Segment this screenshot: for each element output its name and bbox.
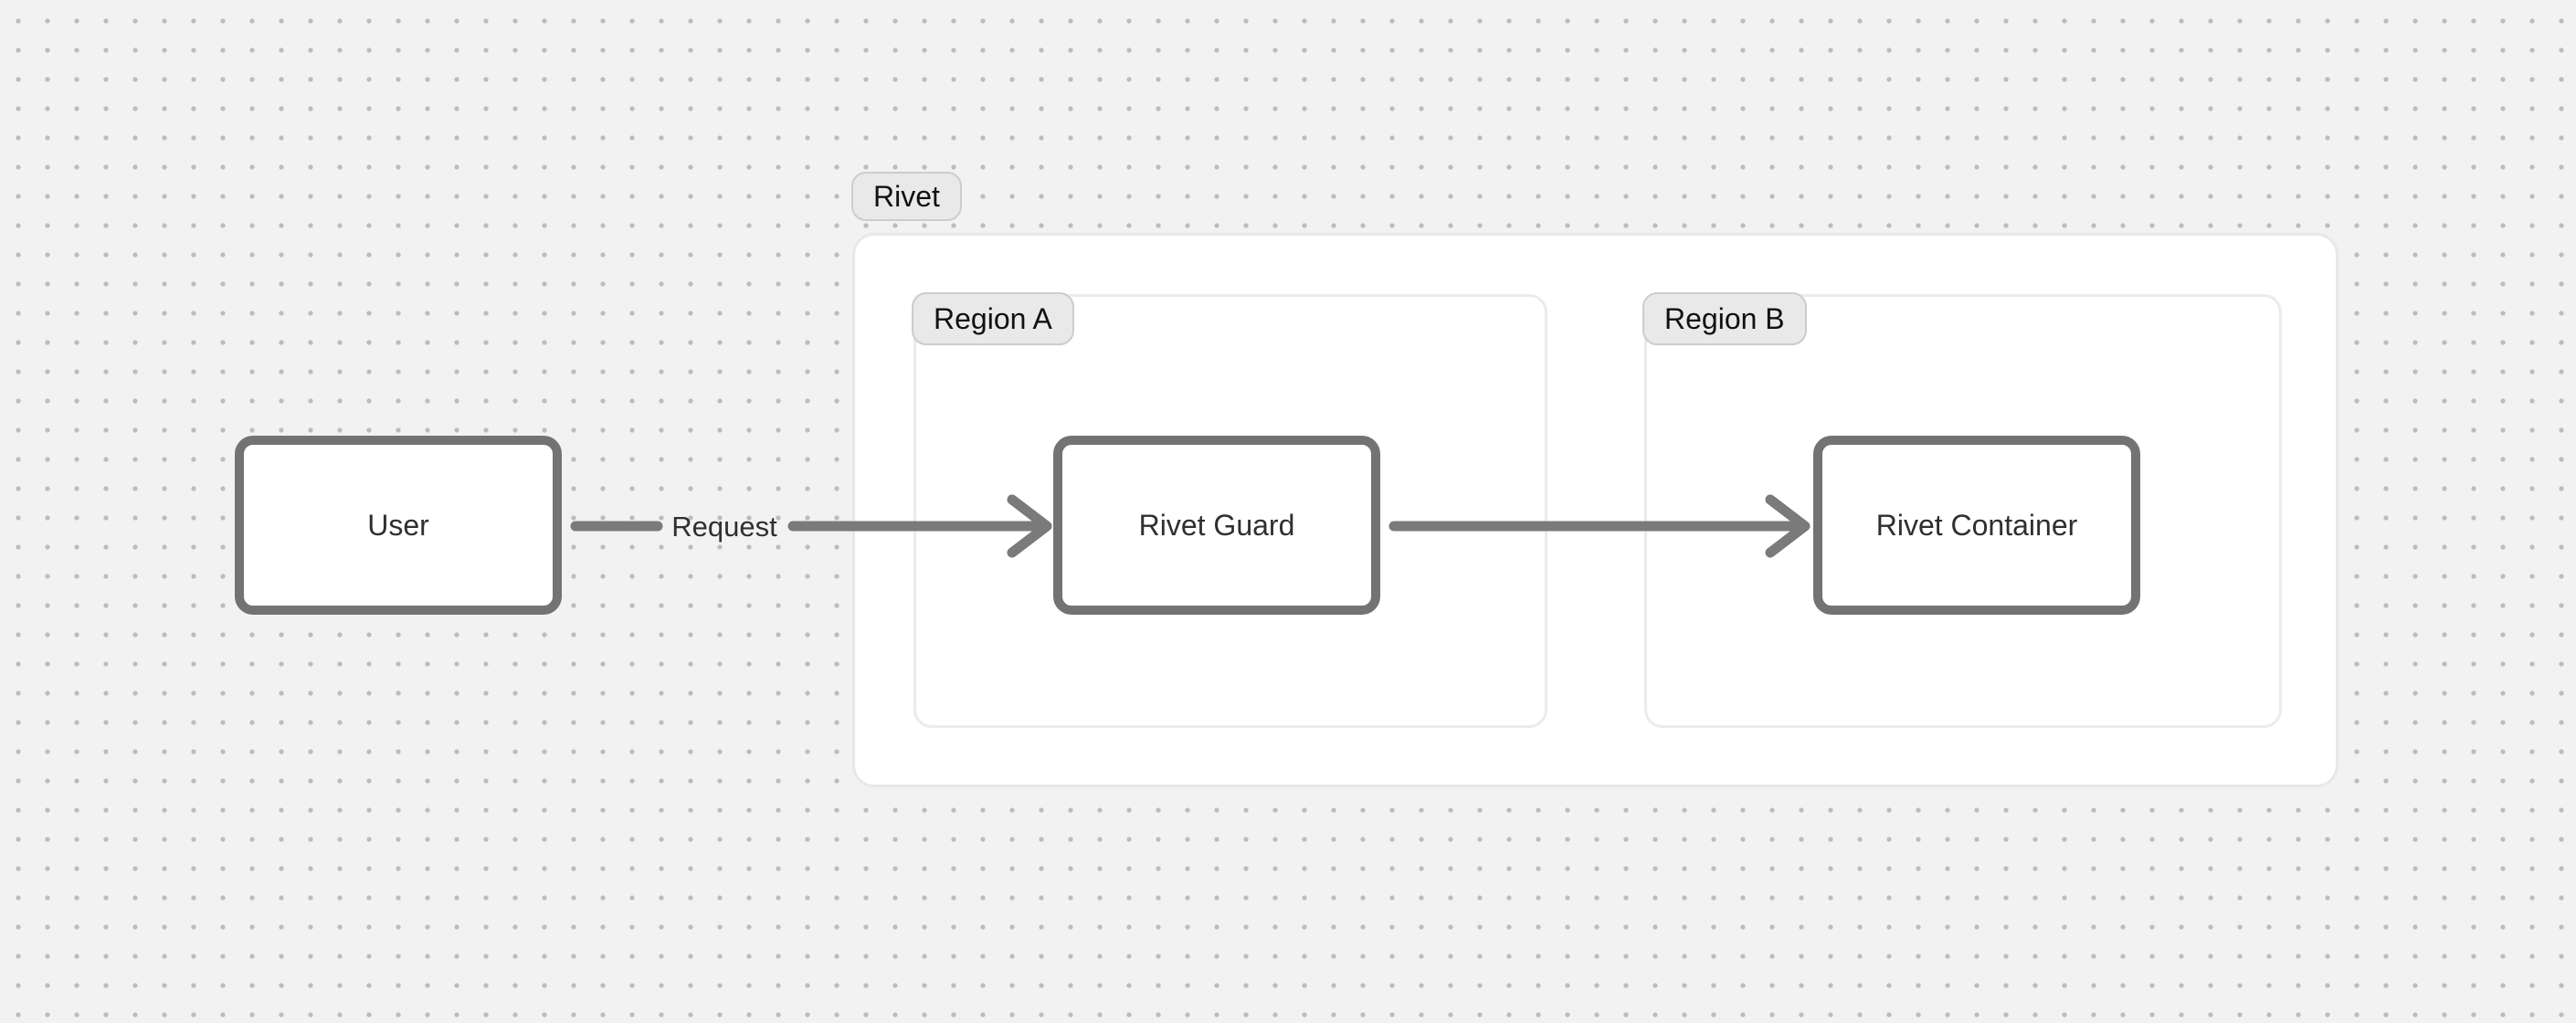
node-rivet-container: Rivet Container (1813, 436, 2140, 615)
node-user: User (235, 436, 562, 615)
node-rivet-guard-label: Rivet Guard (1138, 508, 1295, 542)
group-badge-rivet: Rivet (851, 172, 962, 221)
edge-label-request: Request (671, 510, 777, 543)
node-rivet-guard: Rivet Guard (1053, 436, 1380, 615)
region-badge-a: Region A (912, 292, 1074, 345)
node-user-label: User (367, 508, 429, 542)
node-rivet-container-label: Rivet Container (1875, 508, 2078, 542)
region-badge-b: Region B (1642, 292, 1807, 345)
